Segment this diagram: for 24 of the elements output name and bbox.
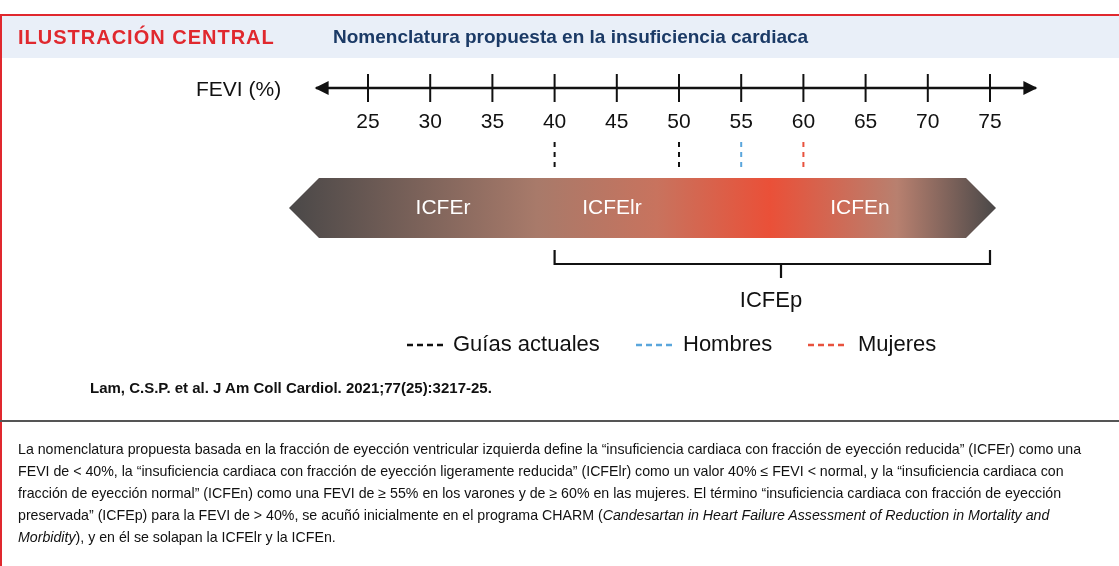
- legend-label: Mujeres: [858, 331, 937, 357]
- tick-label: 65: [853, 108, 878, 133]
- band-label: ICFEn: [830, 195, 890, 219]
- tick-label: 70: [916, 108, 940, 133]
- bracket-label: ICFEp: [739, 287, 803, 313]
- caption: La nomenclatura propuesta basada en la fracción de eyección ventricular izquierda define la “insuficiencia cardiaca con fracción de eyección reducida” (ICFEr) como una FEVI de < 40%, la “insuficiencia cardiaca con fracción de eyección ligeramente reducida” (ICFElr) como un valor 40% ≤ FEVI < normal, y la “insuficiencia cardiaca con fracción de eyección normal” (ICFEn) como una FEVI de ≥ 55% en los varones y de ≥ 60% en las mujeres. El término “insuficiencia cardiaca con fracción de eyección preservada” (ICFEp) para la FEVI de > 40%, se acuñó inicialmente en el programa CHARM (Candesartan in Heart Failure Assessment of Reduction in Mortality and Morbidity), y en él se solapan la ICFElr y la ICFEn.: [18, 440, 1083, 547]
- tick-label: 50: [667, 108, 691, 133]
- legend-label: Guías actuales: [453, 331, 600, 357]
- title: Nomenclatura propuesta en la insuficiencia cardiaca: [333, 25, 809, 48]
- legend-label: Hombres: [683, 331, 773, 357]
- tick-label: 55: [729, 108, 753, 133]
- range-band: [289, 178, 996, 238]
- tick-label: 35: [480, 108, 505, 133]
- band-label: ICFElr: [582, 195, 642, 219]
- tick-label: 25: [356, 108, 380, 133]
- citation: Lam, C.S.P. et al. J Am Coll Cardiol. 2021;77(25):3217-25.: [90, 378, 492, 397]
- tick-label: 75: [978, 108, 1002, 133]
- axis-title: FEVI (%): [196, 76, 282, 101]
- tick-label: 45: [605, 108, 629, 133]
- tick-label: 30: [418, 108, 442, 133]
- tick-label: 40: [542, 108, 567, 133]
- section-label: ILUSTRACIÓN CENTRAL: [18, 25, 275, 49]
- band-label: ICFEr: [415, 195, 471, 219]
- tick-label: 60: [791, 108, 816, 133]
